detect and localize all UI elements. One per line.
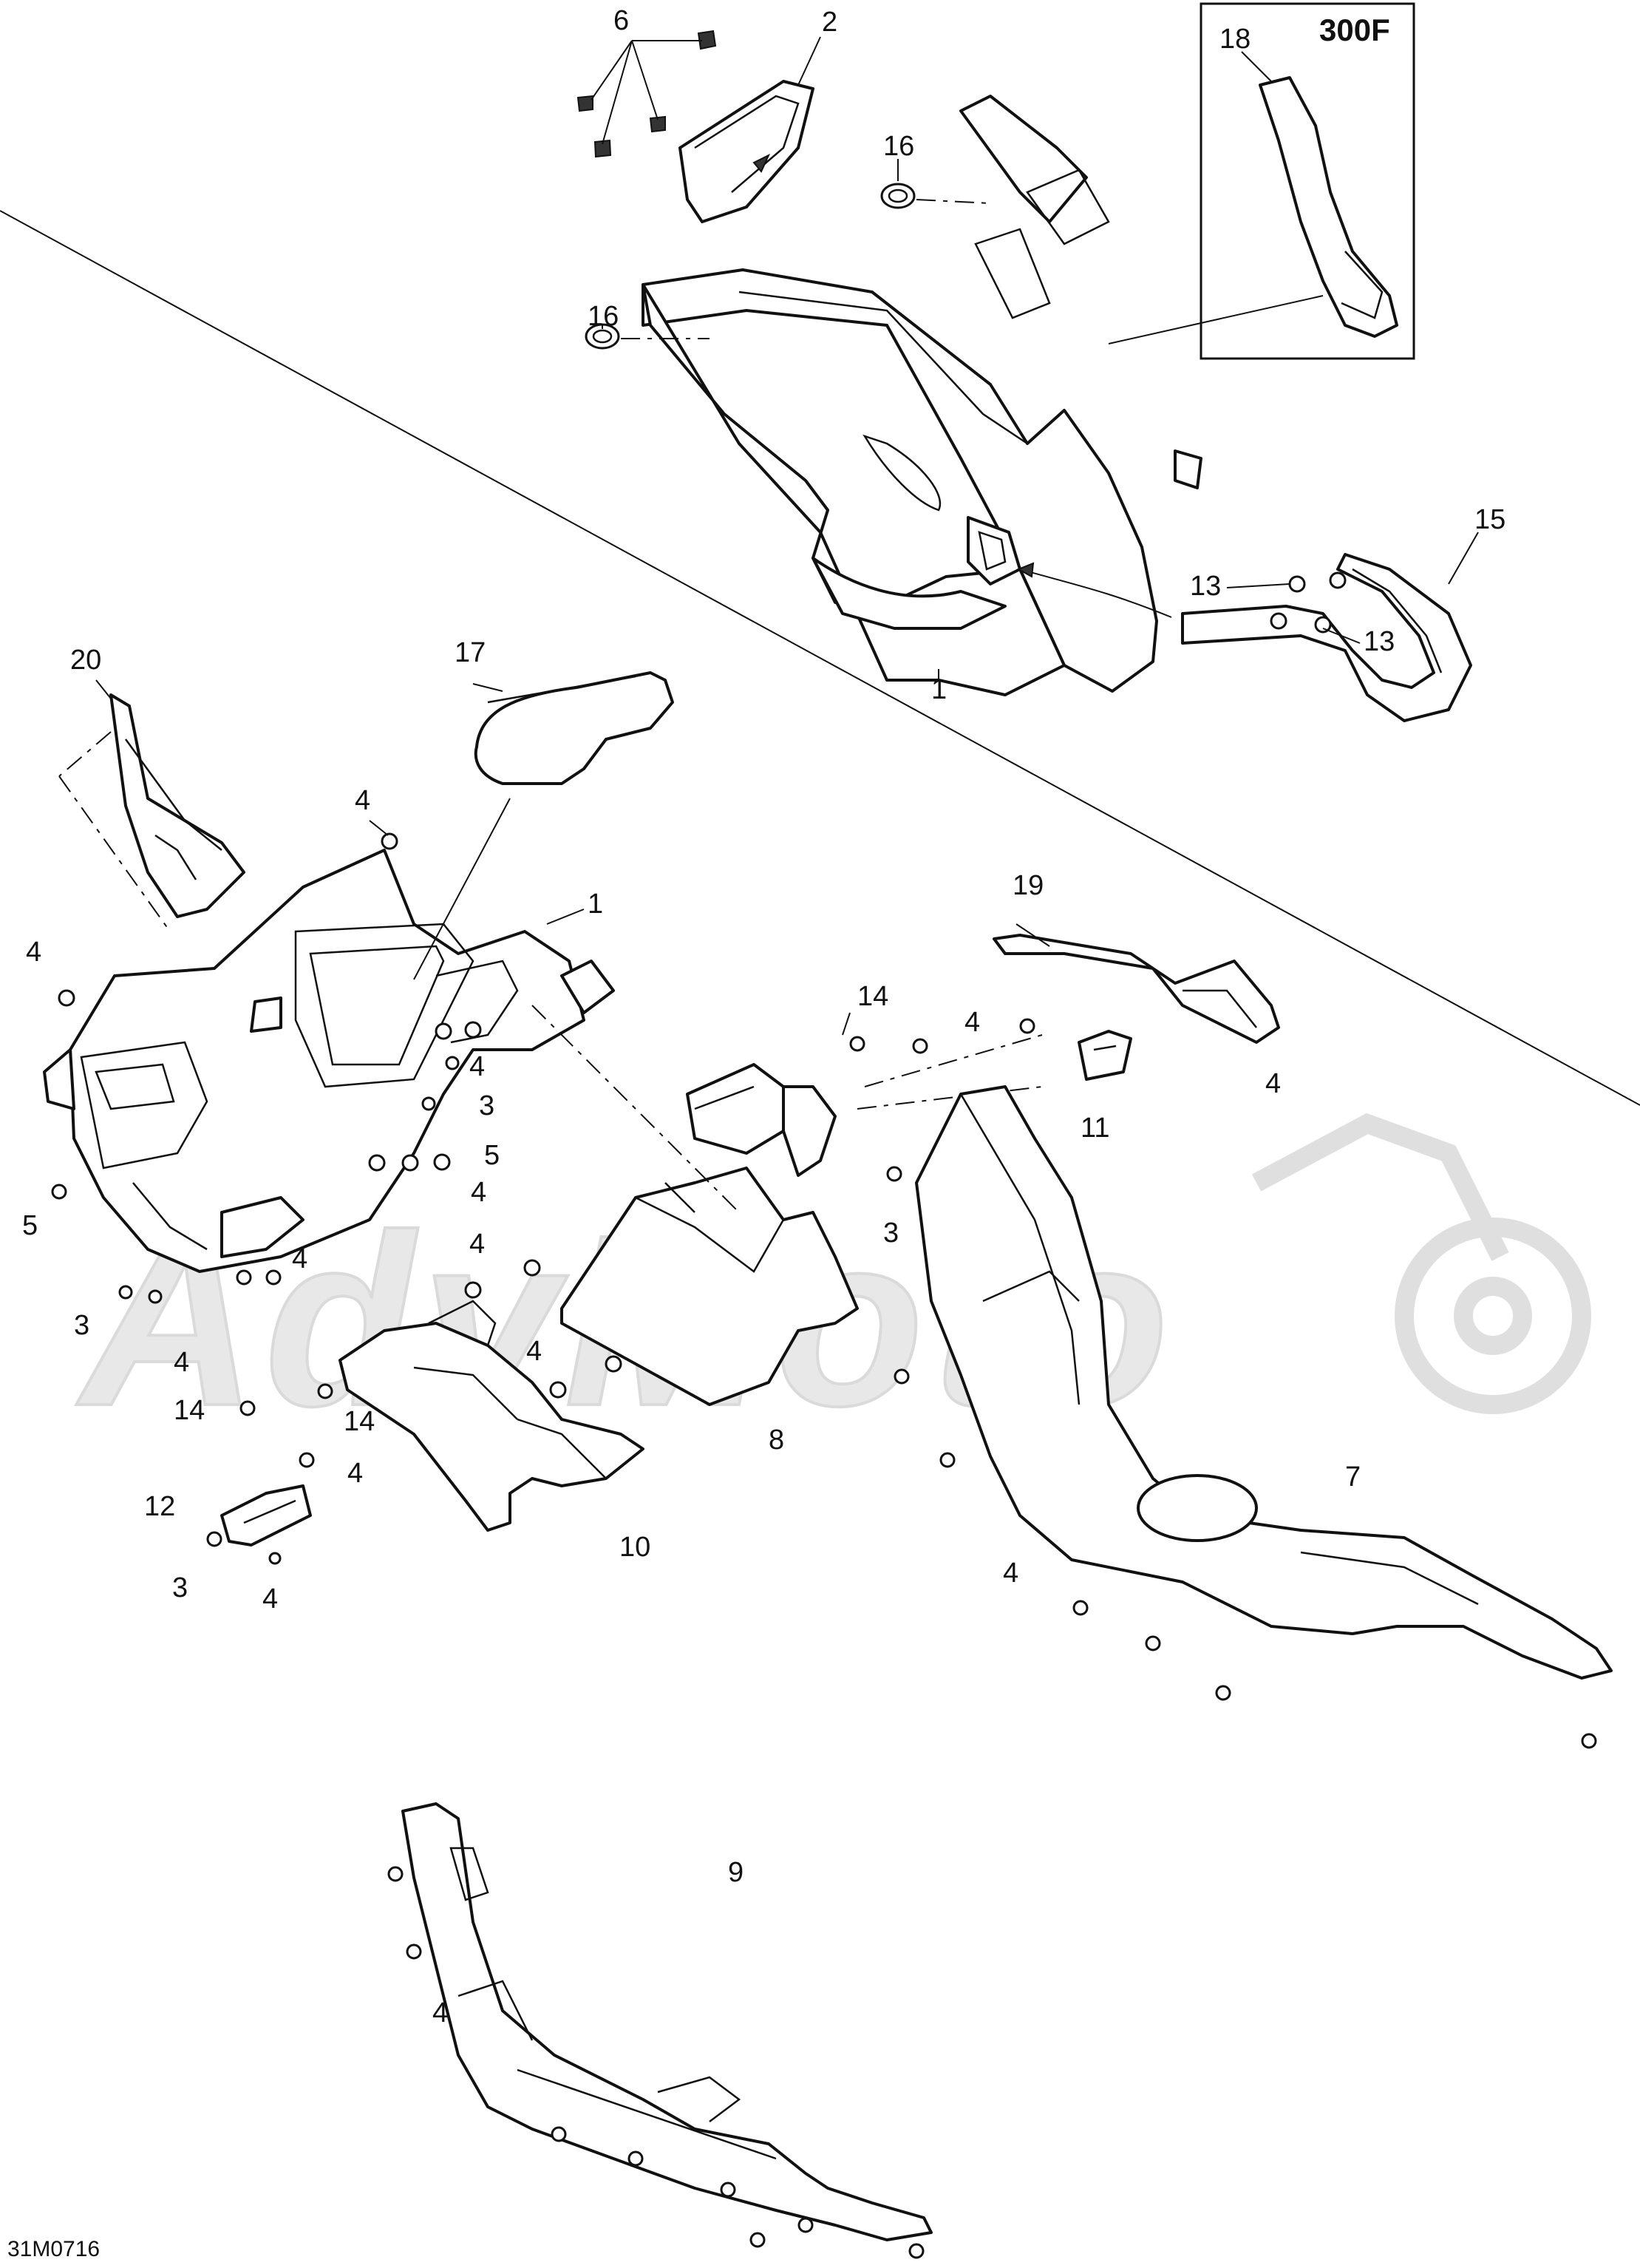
separator-line	[0, 210, 1640, 1106]
callout-3-mid: 3	[479, 1090, 494, 1121]
callout-1-upper: 1	[931, 674, 947, 705]
callout-14-center: 14	[344, 1406, 375, 1437]
fasteners-center	[239, 1036, 928, 1416]
callout-13-left: 13	[1190, 571, 1221, 602]
part-bracket-11	[1019, 1018, 1132, 1081]
motorcycle-watermark-icon	[1251, 1113, 1591, 1414]
callout-15: 15	[1474, 504, 1505, 535]
part-seat-cushion	[474, 671, 674, 785]
part-panel-10	[338, 1300, 644, 1532]
fasteners-running-board	[387, 1866, 925, 2259]
part-side-panel-20	[109, 693, 245, 918]
part-nose-fairing	[642, 95, 1202, 696]
leader-lines	[95, 36, 1479, 1036]
drawing-code: 31M0716	[7, 2237, 100, 2261]
callout-6: 6	[613, 5, 629, 36]
callout-3-left: 3	[74, 1310, 89, 1341]
part-windshield-trim	[678, 80, 814, 223]
callout-14-left: 14	[174, 1395, 205, 1426]
grommets-16	[585, 183, 991, 350]
callout-3-lower: 3	[172, 1572, 188, 1603]
fasteners-group-6	[576, 30, 717, 158]
callout-1-lower: 1	[588, 889, 603, 920]
callout-18: 18	[1219, 24, 1251, 55]
variant-label: 300F	[1319, 13, 1390, 47]
callout-17: 17	[455, 637, 486, 668]
callout-12: 12	[144, 1491, 175, 1522]
part-running-board-9	[401, 1802, 933, 2241]
callout-14-top: 14	[857, 981, 888, 1012]
part-bracket-19	[993, 934, 1280, 1044]
callout-13-right: 13	[1364, 626, 1395, 657]
callout-4-lowmid: 4	[292, 1243, 307, 1274]
callout-4-board: 4	[432, 1997, 448, 2028]
callout-4-lower: 4	[262, 1583, 278, 1615]
callout-4-midlow: 4	[471, 1177, 486, 1208]
callout-3-right: 3	[883, 1218, 899, 1249]
callout-16-upper: 16	[883, 131, 914, 162]
callout-9: 9	[728, 1857, 744, 1888]
callout-4-right-a: 4	[964, 1007, 980, 1038]
callout-19: 19	[1013, 870, 1044, 901]
variant-inset-300f: 300F	[1108, 2, 1415, 360]
callout-8: 8	[769, 1425, 784, 1456]
part-side-panel-7	[915, 1085, 1613, 1680]
part-grab-bar	[1181, 553, 1472, 722]
callout-16-lower: 16	[588, 301, 619, 332]
part-center-shroud	[560, 1063, 859, 1406]
callout-4-center-b: 4	[526, 1336, 542, 1367]
callout-2: 2	[822, 7, 837, 38]
callout-10: 10	[619, 1532, 650, 1563]
part-front-body	[43, 849, 615, 1273]
fasteners-front-body	[51, 832, 482, 1304]
fasteners-side-panel-7	[886, 1166, 1597, 1749]
callout-4-top: 4	[355, 785, 370, 816]
callout-7: 7	[1345, 1461, 1361, 1493]
callout-5-mid: 5	[484, 1140, 500, 1171]
callout-4-left: 4	[26, 937, 41, 968]
callout-11: 11	[1081, 1113, 1109, 1144]
callout-labels: 6 2 18 16 16 15 13 13 1 20 17 4 1 4 4 3 …	[22, 5, 1505, 2028]
callout-4-center-a: 4	[469, 1229, 485, 1260]
callout-4-panel7: 4	[1003, 1558, 1018, 1589]
callout-20: 20	[70, 645, 101, 676]
callout-4-lowleft: 4	[174, 1347, 189, 1378]
callout-5-left: 5	[22, 1210, 38, 1241]
callout-4-right-b: 4	[1265, 1068, 1281, 1099]
part-bracket-12	[206, 1452, 315, 1565]
callout-4-bracket12: 4	[347, 1458, 363, 1489]
callout-4-mid: 4	[469, 1051, 485, 1082]
